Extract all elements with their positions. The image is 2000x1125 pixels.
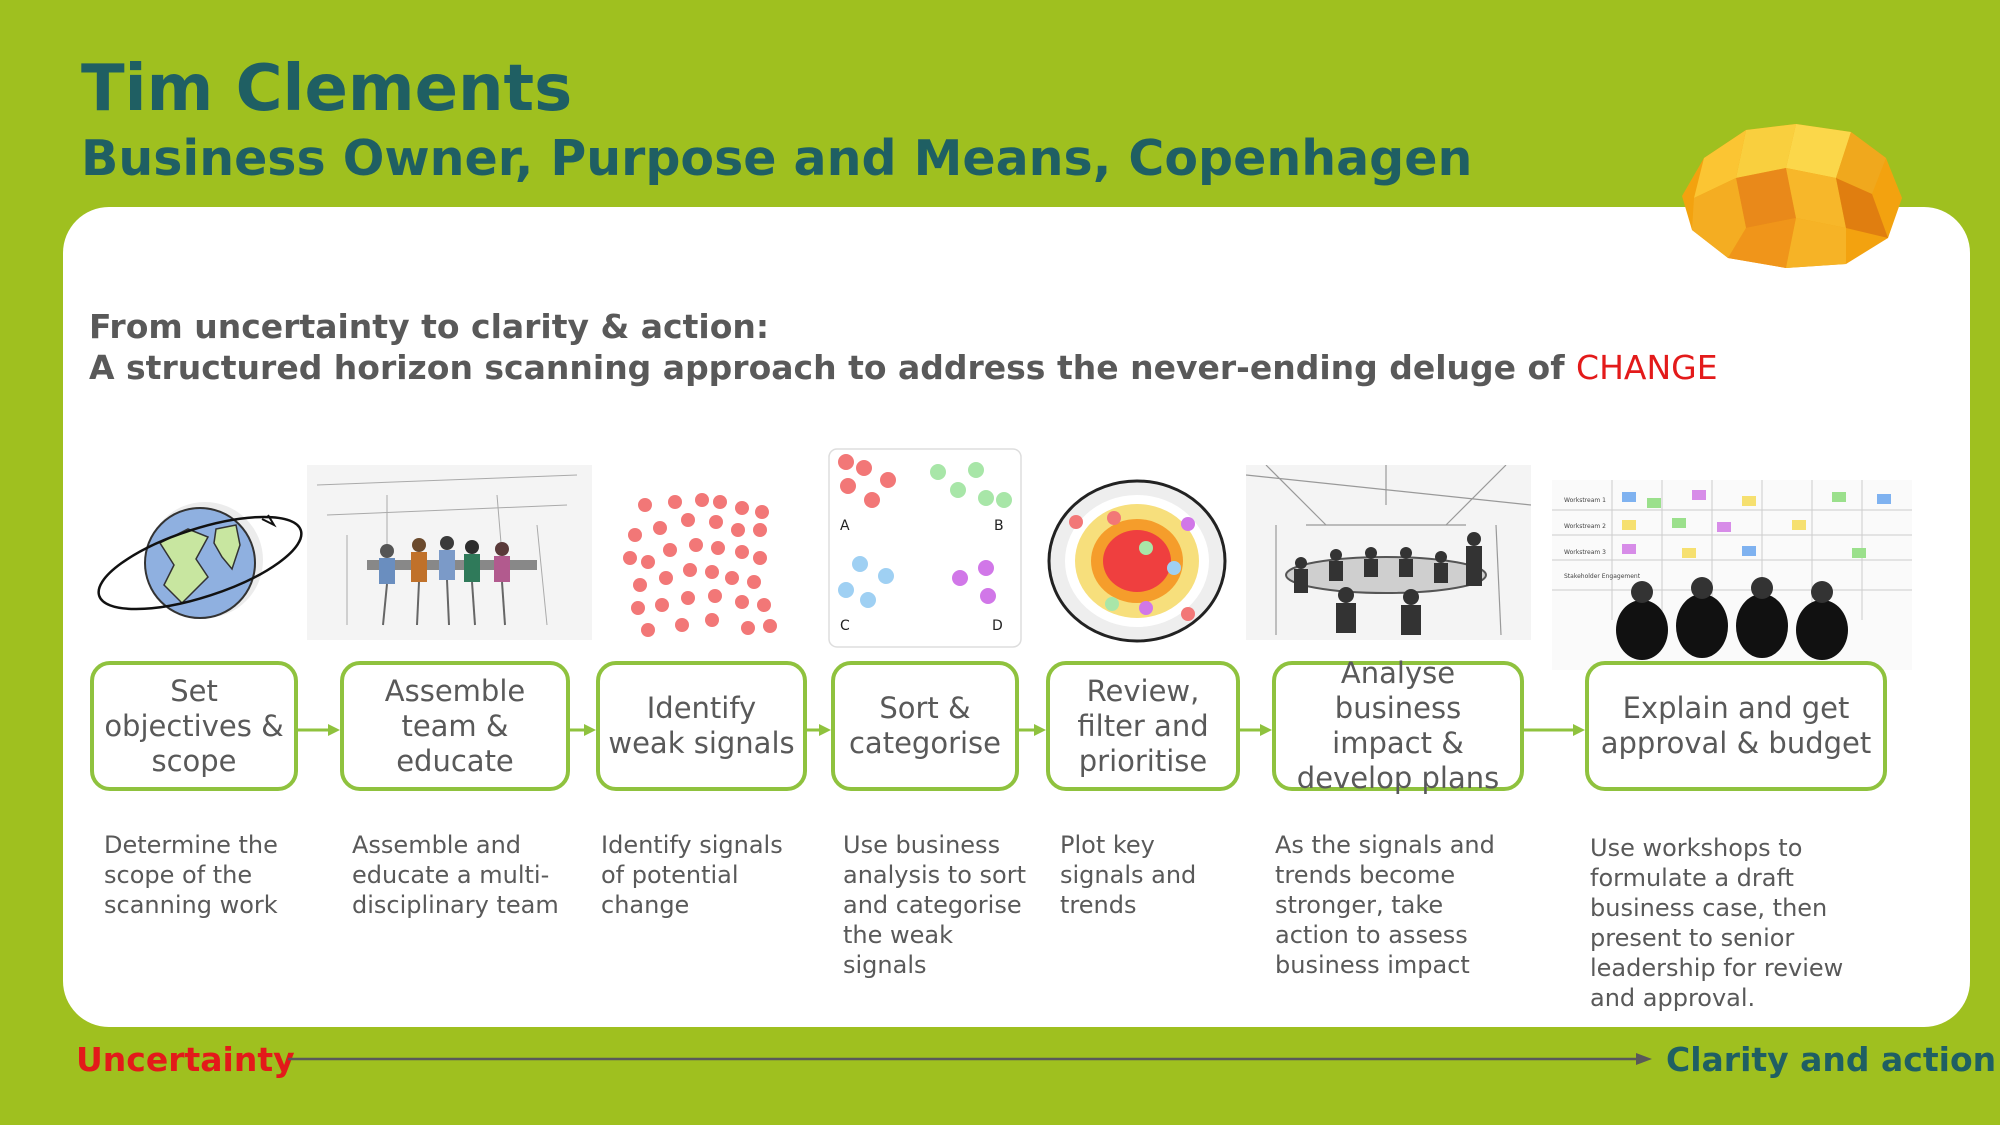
roadmap-row-3-label: Workstream 3 <box>1564 549 1606 556</box>
roadmap-row-1-label: Workstream 1 <box>1564 497 1606 504</box>
flow-arrow-1 <box>298 724 340 736</box>
step-box-5: Review, filter and prioritise <box>1046 661 1240 791</box>
cluster-label-d: D <box>992 618 1003 634</box>
axis-end-label: Clarity and action <box>1666 1040 1997 1079</box>
roadmap-row-2-label: Workstream 2 <box>1564 523 1606 530</box>
step-5-description: Plot key signals and trends <box>1060 831 1197 919</box>
flow-arrow-6 <box>1524 724 1585 736</box>
flow-arrow-5 <box>1240 724 1272 736</box>
boardroom-sketch-image <box>1246 465 1531 640</box>
heading-line-2-text: A structured horizon scanning approach t… <box>89 348 1577 387</box>
step-6-title: Analyse business impact & develop plans <box>1296 656 1500 795</box>
step-box-6: Analyse business impact & develop plans <box>1272 656 1524 795</box>
progress-axis-arrow <box>288 1053 1652 1065</box>
radar-target-image <box>1047 479 1227 643</box>
globe-image <box>97 502 303 619</box>
step-6-description: As the signals and trends become stronge… <box>1275 831 1495 979</box>
sorted-clusters-image: A B C D <box>828 448 1022 648</box>
presenter-role: Business Owner, Purpose and Means, Copen… <box>81 130 1473 187</box>
roadmap-presentation-image: Workstream 1 Workstream 2 Workstream 3 S… <box>1552 480 1912 670</box>
step-box-4: Sort & categorise <box>831 661 1019 791</box>
step-3-description: Identify signals of potential change <box>601 831 783 919</box>
step-1-description: Determine the scope of the scanning work <box>104 831 278 919</box>
gold-nugget-image <box>1682 124 1902 268</box>
presenter-name: Tim Clements <box>81 52 573 126</box>
cluster-label-c: C <box>840 618 850 634</box>
step-7-description: Use workshops to formulate a draft busin… <box>1590 834 1844 1012</box>
cluster-label-b: B <box>994 518 1004 534</box>
team-sketch-image <box>307 465 592 640</box>
slide-heading: From uncertainty to clarity & action: A … <box>89 306 1789 388</box>
weak-signals-dots-image <box>623 493 777 637</box>
flow-arrow-3 <box>807 724 831 736</box>
step-2-description: Assemble and educate a multi-disciplinar… <box>352 831 559 919</box>
step-1-title: Set objectives & scope <box>104 673 284 778</box>
step-box-1: Set objectives & scope <box>90 661 298 791</box>
roadmap-row-4-label: Stakeholder Engagement <box>1564 573 1641 580</box>
cluster-label-a: A <box>840 518 850 534</box>
heading-line-1: From uncertainty to clarity & action: <box>89 307 770 346</box>
flow-arrow-4 <box>1019 724 1046 736</box>
axis-start-label: Uncertainty <box>76 1040 295 1079</box>
step-4-title: Sort & categorise <box>848 691 1001 760</box>
step-4-description: Use business analysis to sort and catego… <box>843 831 1026 979</box>
step-7-title: Explain and get approval & budget <box>1600 691 1872 760</box>
step-3-title: Identify weak signals <box>608 691 795 760</box>
change-highlight: CHANGE <box>1576 348 1718 387</box>
step-box-7: Explain and get approval & budget <box>1585 661 1887 791</box>
step-5-title: Review, filter and prioritise <box>1077 673 1209 778</box>
heading-line-2: A structured horizon scanning approach t… <box>89 347 1789 388</box>
flow-arrow-2 <box>570 724 596 736</box>
step-box-3: Identify weak signals <box>596 661 807 791</box>
step-2-title: Assemble team & educate <box>384 673 526 778</box>
step-box-2: Assemble team & educate <box>340 661 570 791</box>
